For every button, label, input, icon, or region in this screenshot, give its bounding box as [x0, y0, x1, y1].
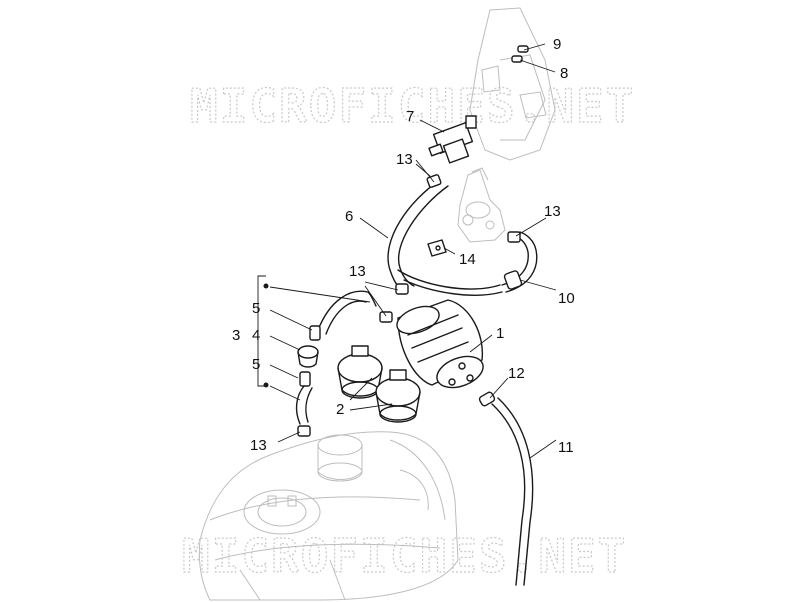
callout-10: 10 — [558, 290, 575, 307]
callouts: 1 2 3 4 5 5 6 7 8 9 10 11 12 13 13 13 13… — [232, 36, 575, 456]
part-2-clamps — [337, 345, 421, 423]
callout-13-top: 13 — [396, 151, 413, 168]
callout-3: 3 — [232, 327, 240, 344]
callout-11: 11 — [558, 439, 574, 456]
part-6-hose — [387, 179, 503, 296]
callout-13-middle: 13 — [349, 263, 366, 280]
callout-12: 12 — [508, 365, 525, 382]
callout-13-bottom: 13 — [250, 437, 267, 454]
callout-4: 4 — [252, 327, 260, 344]
callout-6: 6 — [345, 208, 353, 225]
watermark-bottom: MICROFICHES.NET — [182, 529, 627, 583]
leader-lines — [269, 43, 557, 459]
part-11-tube — [491, 397, 534, 586]
part-13-clamp-bottom — [297, 425, 311, 437]
callout-13-right: 13 — [544, 203, 561, 220]
group-3-bracket — [257, 275, 269, 388]
callout-14: 14 — [459, 251, 476, 268]
part-12-clamp — [478, 391, 496, 407]
part-8-fitting — [511, 55, 523, 63]
callout-7: 7 — [406, 108, 414, 125]
part-1-canister — [396, 299, 484, 389]
callout-1: 1 — [496, 325, 504, 342]
part-3-hose-assembly — [295, 290, 377, 425]
part-13-clamp-right — [507, 231, 521, 243]
watermark-top: MICROFICHES.NET — [190, 79, 635, 133]
part-13-clamp-middle — [395, 283, 409, 295]
callout-9: 9 — [553, 36, 561, 53]
part-7-valve — [428, 115, 477, 164]
callout-8: 8 — [560, 65, 568, 82]
part-14-bracket — [427, 239, 447, 257]
callout-5-lower: 5 — [252, 356, 260, 373]
callout-2: 2 — [336, 401, 344, 418]
part-13-clamp-left — [379, 311, 393, 323]
callout-5-upper: 5 — [252, 300, 260, 317]
throttle-body — [457, 167, 506, 243]
fuel-tank — [198, 431, 459, 601]
part-10-hose — [501, 231, 538, 293]
